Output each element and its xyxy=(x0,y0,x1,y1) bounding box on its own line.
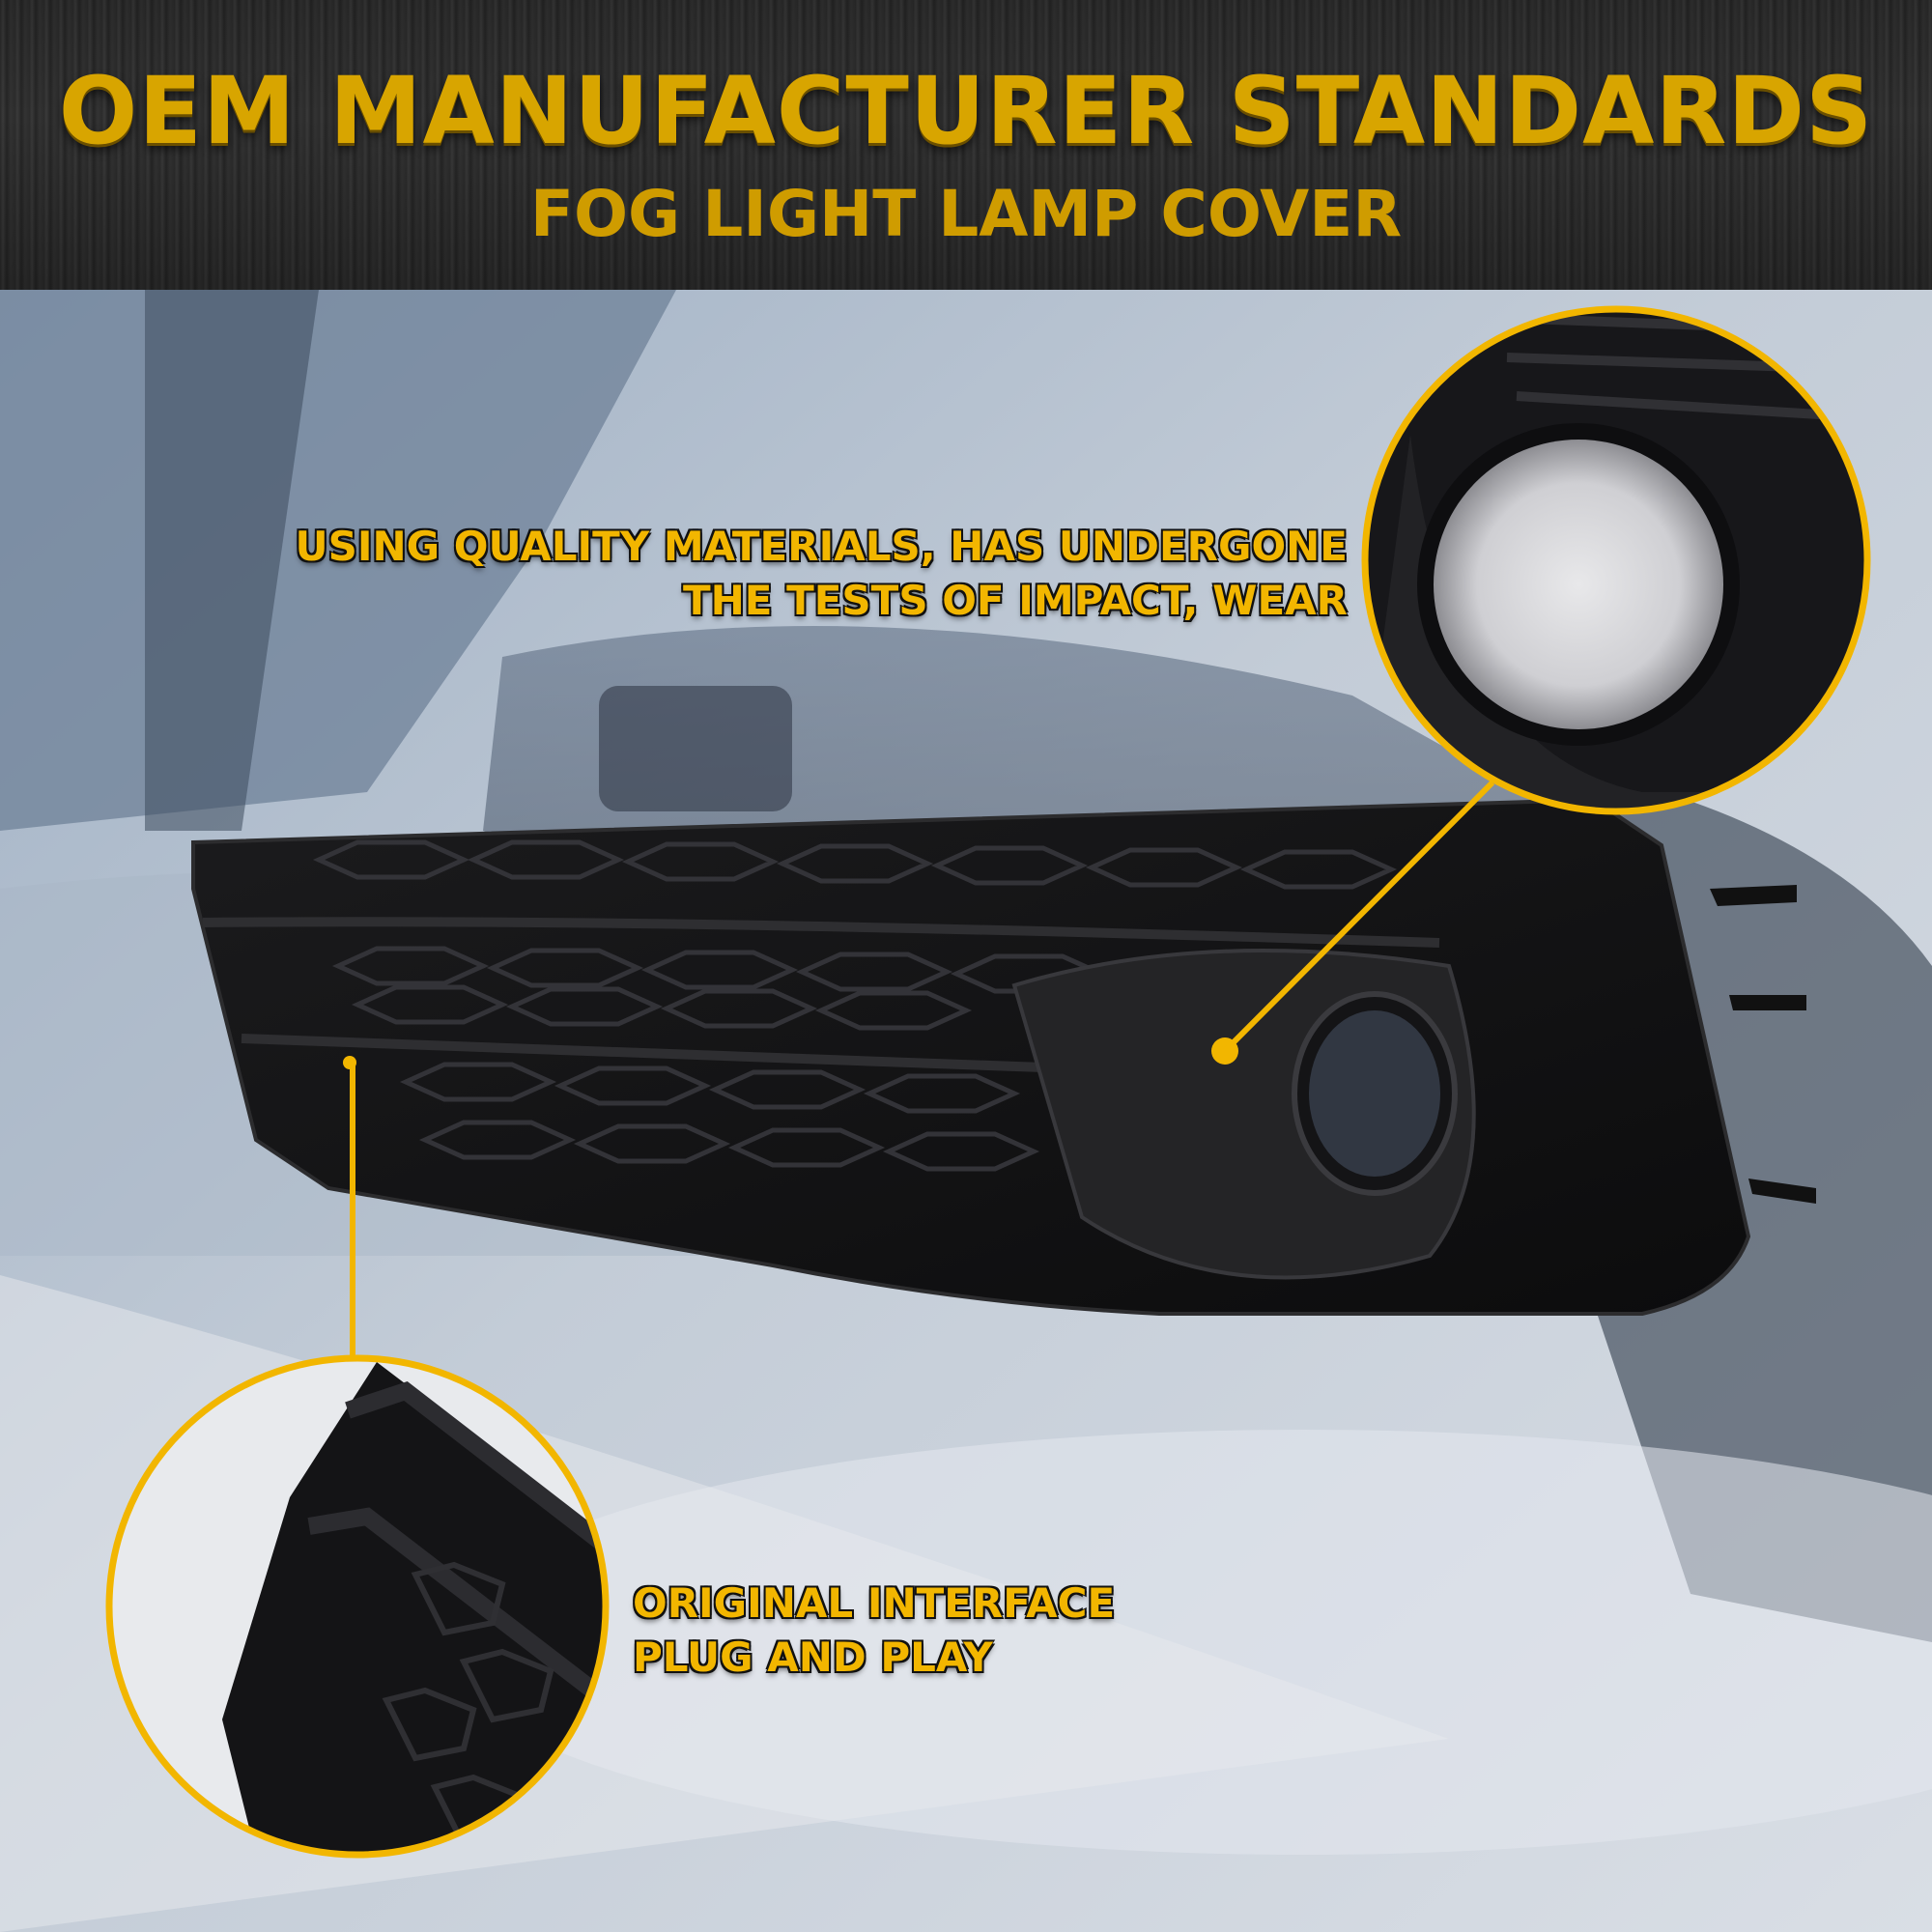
photo-canvas xyxy=(0,290,1932,1932)
callout-materials-line1: USING QUALITY MATERIALS, HAS UNDERGONE xyxy=(295,523,1348,570)
callout-materials-line2: THE TESTS OF IMPACT, WEAR xyxy=(682,577,1348,624)
fog-light-cover xyxy=(191,797,1816,1316)
zoom-interface-clip xyxy=(105,1354,610,1859)
leader-line-top xyxy=(1222,780,1495,1054)
header-banner: OEM MANUFACTURER STANDARDS FOG LIGHT LAM… xyxy=(0,0,1932,290)
callout-interface-line1: ORIGINAL INTERFACE xyxy=(633,1579,1116,1627)
callout-interface-line2: PLUG AND PLAY xyxy=(633,1634,993,1681)
zoom-lamp-hole xyxy=(1361,305,1871,815)
banner-title: OEM MANUFACTURER STANDARDS xyxy=(58,57,1874,165)
product-photo: USING QUALITY MATERIALS, HAS UNDERGONE T… xyxy=(0,290,1932,1932)
banner-subtitle: FOG LIGHT LAMP COVER xyxy=(529,177,1403,251)
